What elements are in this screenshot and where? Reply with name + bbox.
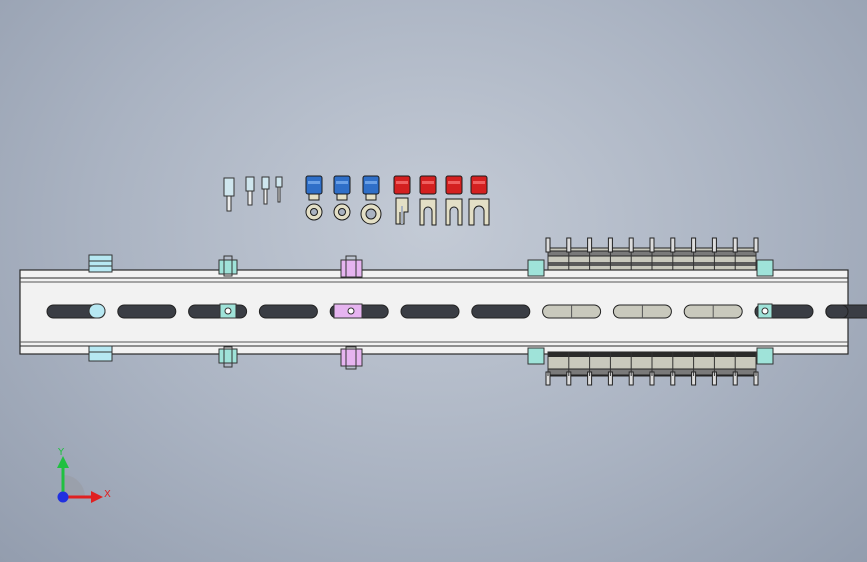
coordinate-triad: Y X — [57, 447, 111, 503]
ferrule-2[interactable] — [245, 176, 255, 206]
ferrule-4[interactable] — [275, 176, 283, 203]
x-axis-label: X — [104, 489, 111, 500]
terminal-block-pole — [607, 237, 613, 253]
terminal-block-pole — [628, 237, 634, 253]
terminal-block-pole — [545, 237, 551, 253]
clamp-teal-1[interactable] — [218, 255, 238, 368]
ferrule-1[interactable] — [223, 177, 235, 212]
rail-slot — [471, 304, 531, 319]
terminal-block-pole — [649, 237, 655, 253]
fork-terminal-1[interactable] — [393, 175, 411, 225]
clamp-teal-2[interactable] — [527, 259, 545, 365]
terminal-block-pole — [711, 237, 717, 253]
rail-slot — [117, 304, 177, 319]
fork-terminal-group[interactable] — [393, 175, 490, 226]
ring-terminal-3[interactable] — [360, 175, 382, 225]
ring-terminal-1[interactable] — [305, 175, 323, 221]
terminal-block-bottom[interactable] — [545, 351, 759, 386]
ring-terminal-group[interactable] — [305, 175, 382, 225]
din-rail[interactable] — [19, 269, 867, 355]
end-bracket-left[interactable] — [88, 254, 113, 362]
fork-terminal-3[interactable] — [445, 175, 463, 226]
rail-slot — [400, 304, 460, 319]
terminal-block-pole — [691, 237, 697, 253]
rail-slot — [188, 304, 248, 319]
terminal-block-pole — [732, 237, 738, 253]
terminal-block-top[interactable] — [545, 237, 759, 273]
terminal-block-pole — [566, 237, 572, 253]
z-axis-dot — [57, 491, 69, 503]
y-axis-label: Y — [57, 447, 65, 458]
terminal-block-pole — [587, 237, 593, 253]
ferrule-3[interactable] — [261, 176, 270, 205]
fork-terminal-4[interactable] — [468, 175, 490, 226]
rail-slot — [825, 304, 849, 319]
terminal-block-pole — [670, 237, 676, 253]
rail-slot — [258, 304, 318, 319]
clamp-pink[interactable] — [333, 255, 363, 370]
ferrule-group[interactable] — [223, 176, 283, 212]
ring-terminal-2[interactable] — [333, 175, 351, 221]
fork-terminal-2[interactable] — [419, 175, 437, 226]
clamp-teal-3[interactable] — [756, 259, 774, 365]
terminal-block-pole — [753, 237, 759, 253]
